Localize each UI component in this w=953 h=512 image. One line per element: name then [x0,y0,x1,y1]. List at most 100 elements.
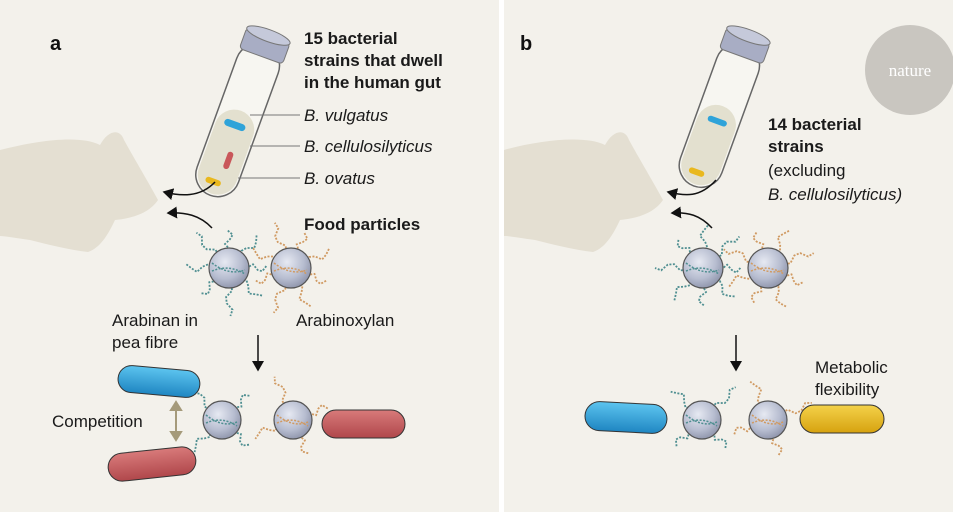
fibre-strand [751,414,784,425]
fibre-strand [685,414,718,425]
strain-label-ovatus: B. ovatus [304,169,375,188]
fibre-strand [776,402,812,418]
arabinoxylan-particle [254,376,329,455]
blue-bacterium-in-tube [224,118,246,132]
fibre-strand [685,419,718,427]
fibre-strand [273,262,308,273]
fibre-strand [770,428,784,457]
arrow-tube-to-mouse-b [666,179,717,200]
tube-a-title: 15 bacterial strains that dwell in the h… [304,29,443,92]
fibre-strand [272,277,289,314]
arabinan-particle [670,386,737,450]
fibre-strand [223,229,235,259]
fibre-strand [676,238,697,262]
fibre-strand [227,393,251,414]
svg-text:nature: nature [889,61,931,80]
arabinoxylan-particle [733,380,812,457]
metabolic-flexibility-label: Metabolic [815,358,888,377]
fibre-strand [751,419,784,427]
fibre-strand [777,252,815,266]
svg-text:in the human gut: in the human gut [304,73,441,92]
svg-text:strains: strains [768,137,824,156]
particle-sphere [270,247,312,289]
panel-a-label: a [50,33,62,55]
fibre-strand [211,262,246,273]
fibre-strand [697,277,708,307]
fibre-strand [709,235,741,262]
fibre-strand [294,231,309,260]
particle-sphere [208,247,250,289]
fibre-strand [750,276,765,305]
fibre-strand [238,263,268,274]
metabolic-flexibility-label-line2: flexibility [815,380,880,399]
fibre-strand [708,386,737,415]
fibre-strand [708,426,728,450]
fibre-strand [227,426,250,447]
fibre-strand [723,248,760,265]
fibre-strand [654,263,694,272]
fibre-strand [225,277,234,317]
particle-sphere [747,247,789,289]
fibre-strand [276,419,309,427]
mouse-silhouette-a [0,132,158,252]
blue-bacterium-b [584,401,668,434]
fibre-strand [205,414,238,425]
blue-bacterium-vulgatus [117,365,201,398]
competition-double-arrow [169,400,183,442]
strain-label-cellulosilyticus: B. cellulosilyticus [304,137,433,156]
arabinoxylan-particle [723,229,815,308]
fibre-strand [674,425,696,448]
red-bacterium-cellulosilyticus [107,446,197,482]
arabinan-label: Arabinan in [112,311,198,330]
food-particles-label: Food particles [304,215,420,234]
red-bacterium-cellulosilyticus-2 [321,409,406,439]
fibre-strand [274,222,289,259]
mouse-silhouette-b [504,132,663,252]
red-bacterium-in-tube [223,151,234,170]
fibre-strand [733,419,760,436]
yellow-bacterium-ovatus [799,404,885,434]
svg-text:B. cellulosilyticus): B. cellulosilyticus) [768,185,902,204]
svg-text:15 bacterial: 15 bacterial [304,29,398,48]
test-tube-b [678,25,771,189]
arrow-tube-to-mouse-a [162,181,216,201]
arrow-food-to-mouse-a [166,206,213,229]
svg-text:(excluding: (excluding [768,161,846,180]
strain-label-vulgatus: B. vulgatus [304,106,389,125]
fibre-strand [276,414,309,425]
strain-leader-lines [238,114,300,179]
fibre-strand [200,275,223,295]
particle-sphere [682,400,722,440]
fibre-strand [293,428,310,455]
fibre-strand [685,262,720,273]
fibre-strand [301,403,329,417]
arabinoxylan-label: Arabinoxylan [296,311,394,330]
fibre-strand [299,271,328,285]
particle-sphere [748,400,788,440]
svg-text:14 bacterial: 14 bacterial [768,115,862,134]
arabinan-particle [187,386,251,453]
svg-text:strains that dwell: strains that dwell [304,51,443,70]
fibre-strand [776,271,804,287]
fibre-strand [254,271,283,285]
arabinan-particle [654,224,742,307]
arabinoxylan-particle [252,222,331,314]
nature-logo: nature [865,25,953,115]
particle-sphere [682,247,724,289]
arabinan-label-line2: pea fibre [112,333,178,352]
tube-b-title: 14 bacterial strains (excluding B. cellu… [768,115,902,204]
fibre-strand [195,231,223,262]
yellow-bacterium-in-tube [205,176,221,187]
arabinan-particle [185,229,268,317]
fibre-strand [273,376,291,412]
fibre-strand [750,262,785,273]
fibre-strand [205,419,238,427]
arrow-food-to-mouse-b [670,206,713,229]
test-tube-a [195,25,291,198]
particle-sphere [202,400,242,440]
panel-b-label: b [520,33,532,55]
fibre-strand [751,231,765,260]
fibre-strand [712,263,742,274]
competition-label: Competition [52,412,143,431]
